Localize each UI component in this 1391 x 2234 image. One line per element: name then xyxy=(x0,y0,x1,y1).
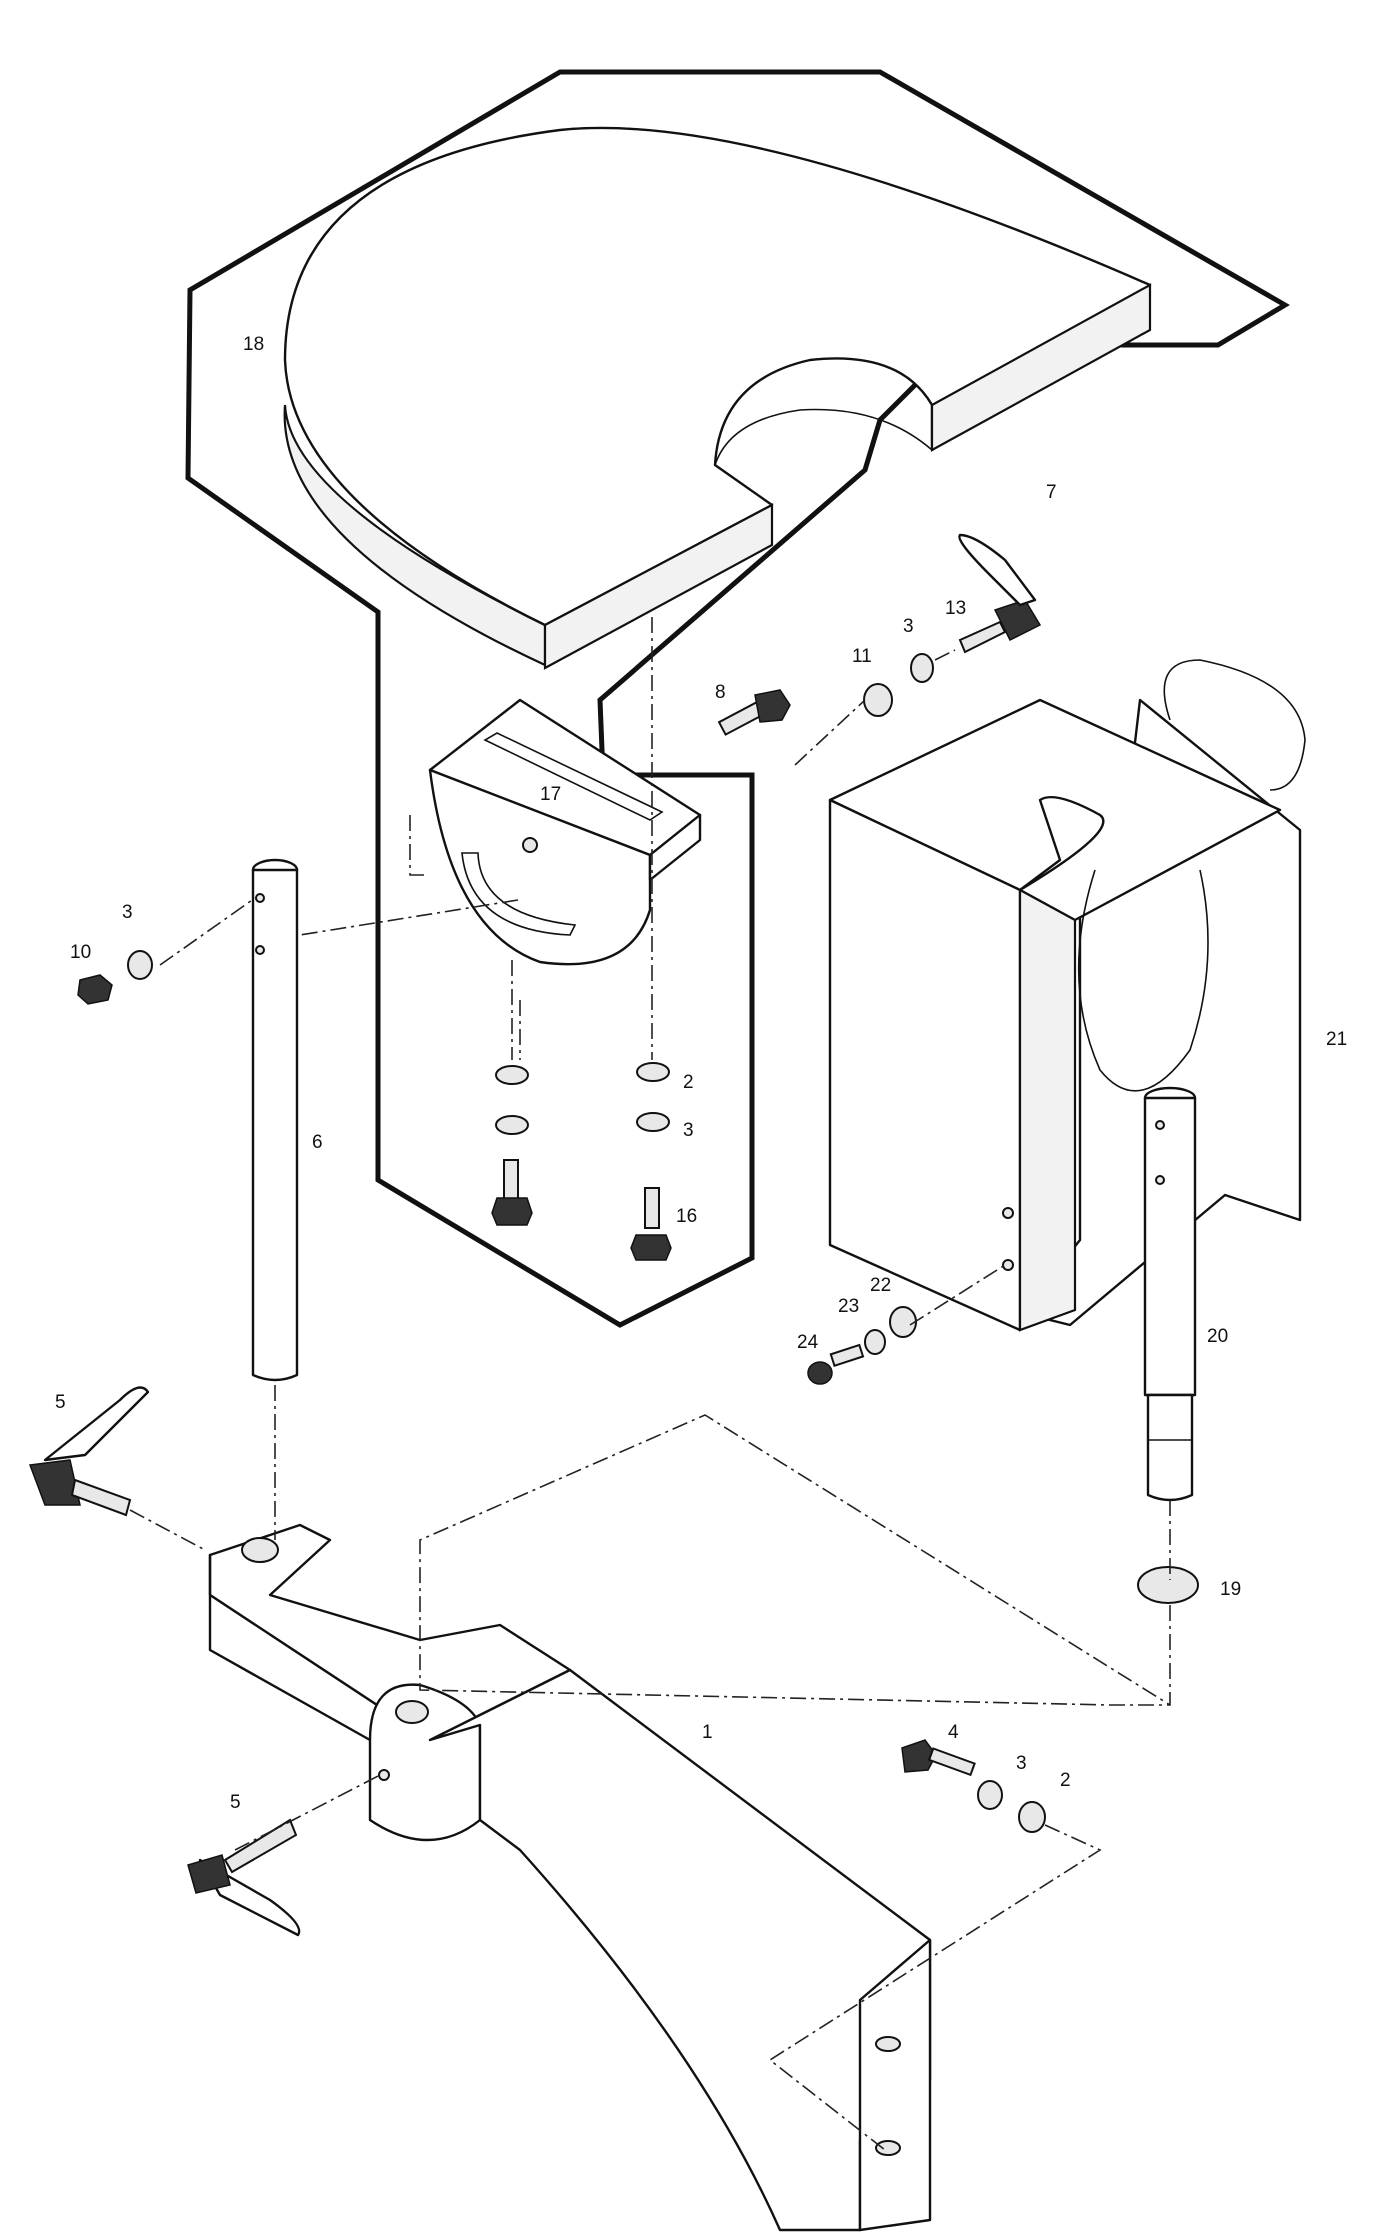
callout-5-upper: 5 xyxy=(55,1392,66,1413)
lock-washer-3-top xyxy=(910,653,934,683)
callout-6: 6 xyxy=(312,1132,323,1153)
callout-16: 16 xyxy=(676,1206,697,1227)
callout-19: 19 xyxy=(1220,1579,1241,1600)
lever-5-upper xyxy=(28,1386,150,1517)
lever-5-lower xyxy=(187,1818,301,1937)
guard-box-part xyxy=(828,659,1306,1332)
callout-17: 17 xyxy=(540,784,561,805)
bolt-4 xyxy=(901,1739,976,1777)
callout-5-lower: 5 xyxy=(230,1792,241,1813)
acorn-nut-10 xyxy=(77,974,113,1005)
callout-3-bracket: 3 xyxy=(683,1120,694,1141)
lock-washer-3-right xyxy=(977,1780,1003,1810)
bracket-part xyxy=(428,698,702,966)
post-6 xyxy=(251,858,299,1382)
callout-10: 10 xyxy=(70,942,91,963)
callout-11: 11 xyxy=(852,646,872,667)
callout-20: 20 xyxy=(1207,1326,1228,1347)
pin-20 xyxy=(1143,1086,1197,1502)
bracket-fasteners-left xyxy=(491,1065,533,1226)
callout-2-right: 2 xyxy=(1060,1770,1071,1791)
callout-21: 21 xyxy=(1326,1029,1347,1050)
washer-11 xyxy=(863,683,893,717)
retaining-ring-19 xyxy=(1137,1566,1199,1604)
screw-8 xyxy=(717,689,791,736)
callout-7: 7 xyxy=(1046,482,1057,503)
table-top-part xyxy=(283,126,1152,670)
callout-8: 8 xyxy=(715,682,726,703)
bracket-fasteners-right xyxy=(630,1062,672,1261)
callout-3-left: 3 xyxy=(122,902,133,923)
callout-22: 22 xyxy=(870,1275,891,1296)
callout-18: 18 xyxy=(243,334,264,355)
callout-3-top: 3 xyxy=(903,616,914,637)
callout-3-right: 3 xyxy=(1016,1753,1027,1774)
lock-washer-3-left xyxy=(127,950,153,980)
callout-1: 1 xyxy=(702,1722,713,1743)
base-arm-part xyxy=(208,1523,932,2232)
washer-22 xyxy=(889,1306,917,1338)
lock-washer-23 xyxy=(864,1329,886,1355)
callout-4: 4 xyxy=(948,1722,959,1743)
screw-24 xyxy=(807,1343,865,1385)
lever-13 xyxy=(958,533,1042,654)
callout-24: 24 xyxy=(797,1332,819,1353)
centerline-lines xyxy=(129,617,1171,2151)
callout-13: 13 xyxy=(945,598,966,619)
callout-23: 23 xyxy=(838,1296,859,1317)
washer-2-right xyxy=(1018,1801,1046,1833)
callout-2-bracket: 2 xyxy=(683,1072,694,1093)
